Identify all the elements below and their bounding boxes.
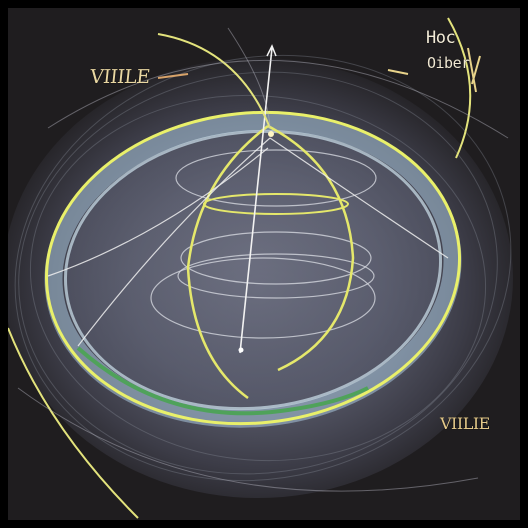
axis-arrow-top xyxy=(266,44,277,57)
label-top-right-line2: Oiber xyxy=(427,54,470,72)
globe-yellow-meridian xyxy=(186,124,355,400)
diagonal-lines xyxy=(47,137,449,347)
axis-bottom-point xyxy=(238,347,244,353)
globe-yellow-band xyxy=(203,193,349,215)
vertical-axis xyxy=(239,47,273,354)
ring-green-rim xyxy=(76,346,369,416)
label-bottom-right: VIILIE xyxy=(440,414,490,433)
outer-orbits xyxy=(14,54,512,482)
top-right-marks xyxy=(387,47,481,93)
label-top-left: VIIILE xyxy=(88,66,151,88)
swooping-orbits xyxy=(8,17,472,519)
main-ring-band xyxy=(44,112,462,428)
main-ring-inner xyxy=(63,129,443,411)
label-top-right-line1: Hoc xyxy=(426,28,456,48)
faint-long-orbits xyxy=(17,27,509,492)
axis-highlight xyxy=(268,131,274,137)
orbital-sketch xyxy=(8,17,513,519)
top-left-marks xyxy=(157,73,189,79)
ring-yellow-outline xyxy=(44,110,462,426)
globe-latitudes xyxy=(150,149,377,339)
